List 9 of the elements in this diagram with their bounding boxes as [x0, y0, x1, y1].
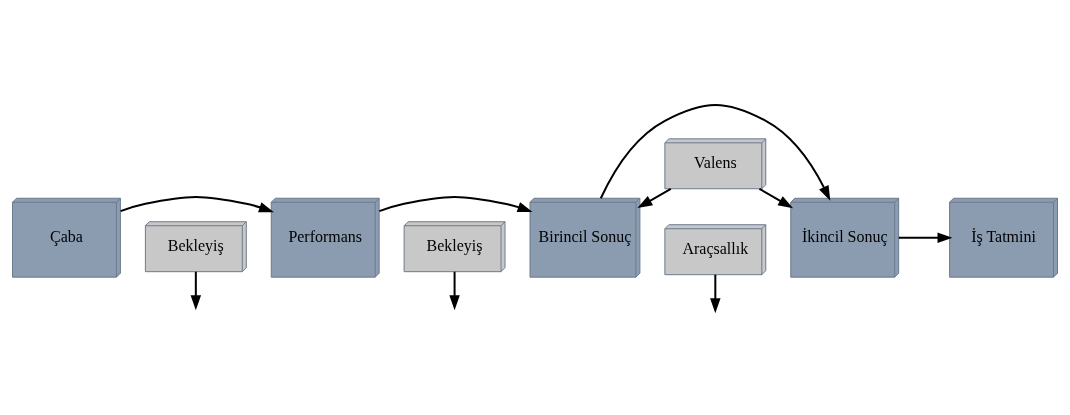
arrow: [710, 273, 721, 313]
arrow: [119, 195, 274, 212]
arrow: [599, 103, 831, 201]
arrow: [897, 231, 953, 243]
arrow: [449, 270, 460, 310]
arrow: [378, 195, 533, 212]
arrow: [190, 270, 202, 310]
arrow: [637, 187, 672, 208]
arrow: [758, 187, 794, 208]
